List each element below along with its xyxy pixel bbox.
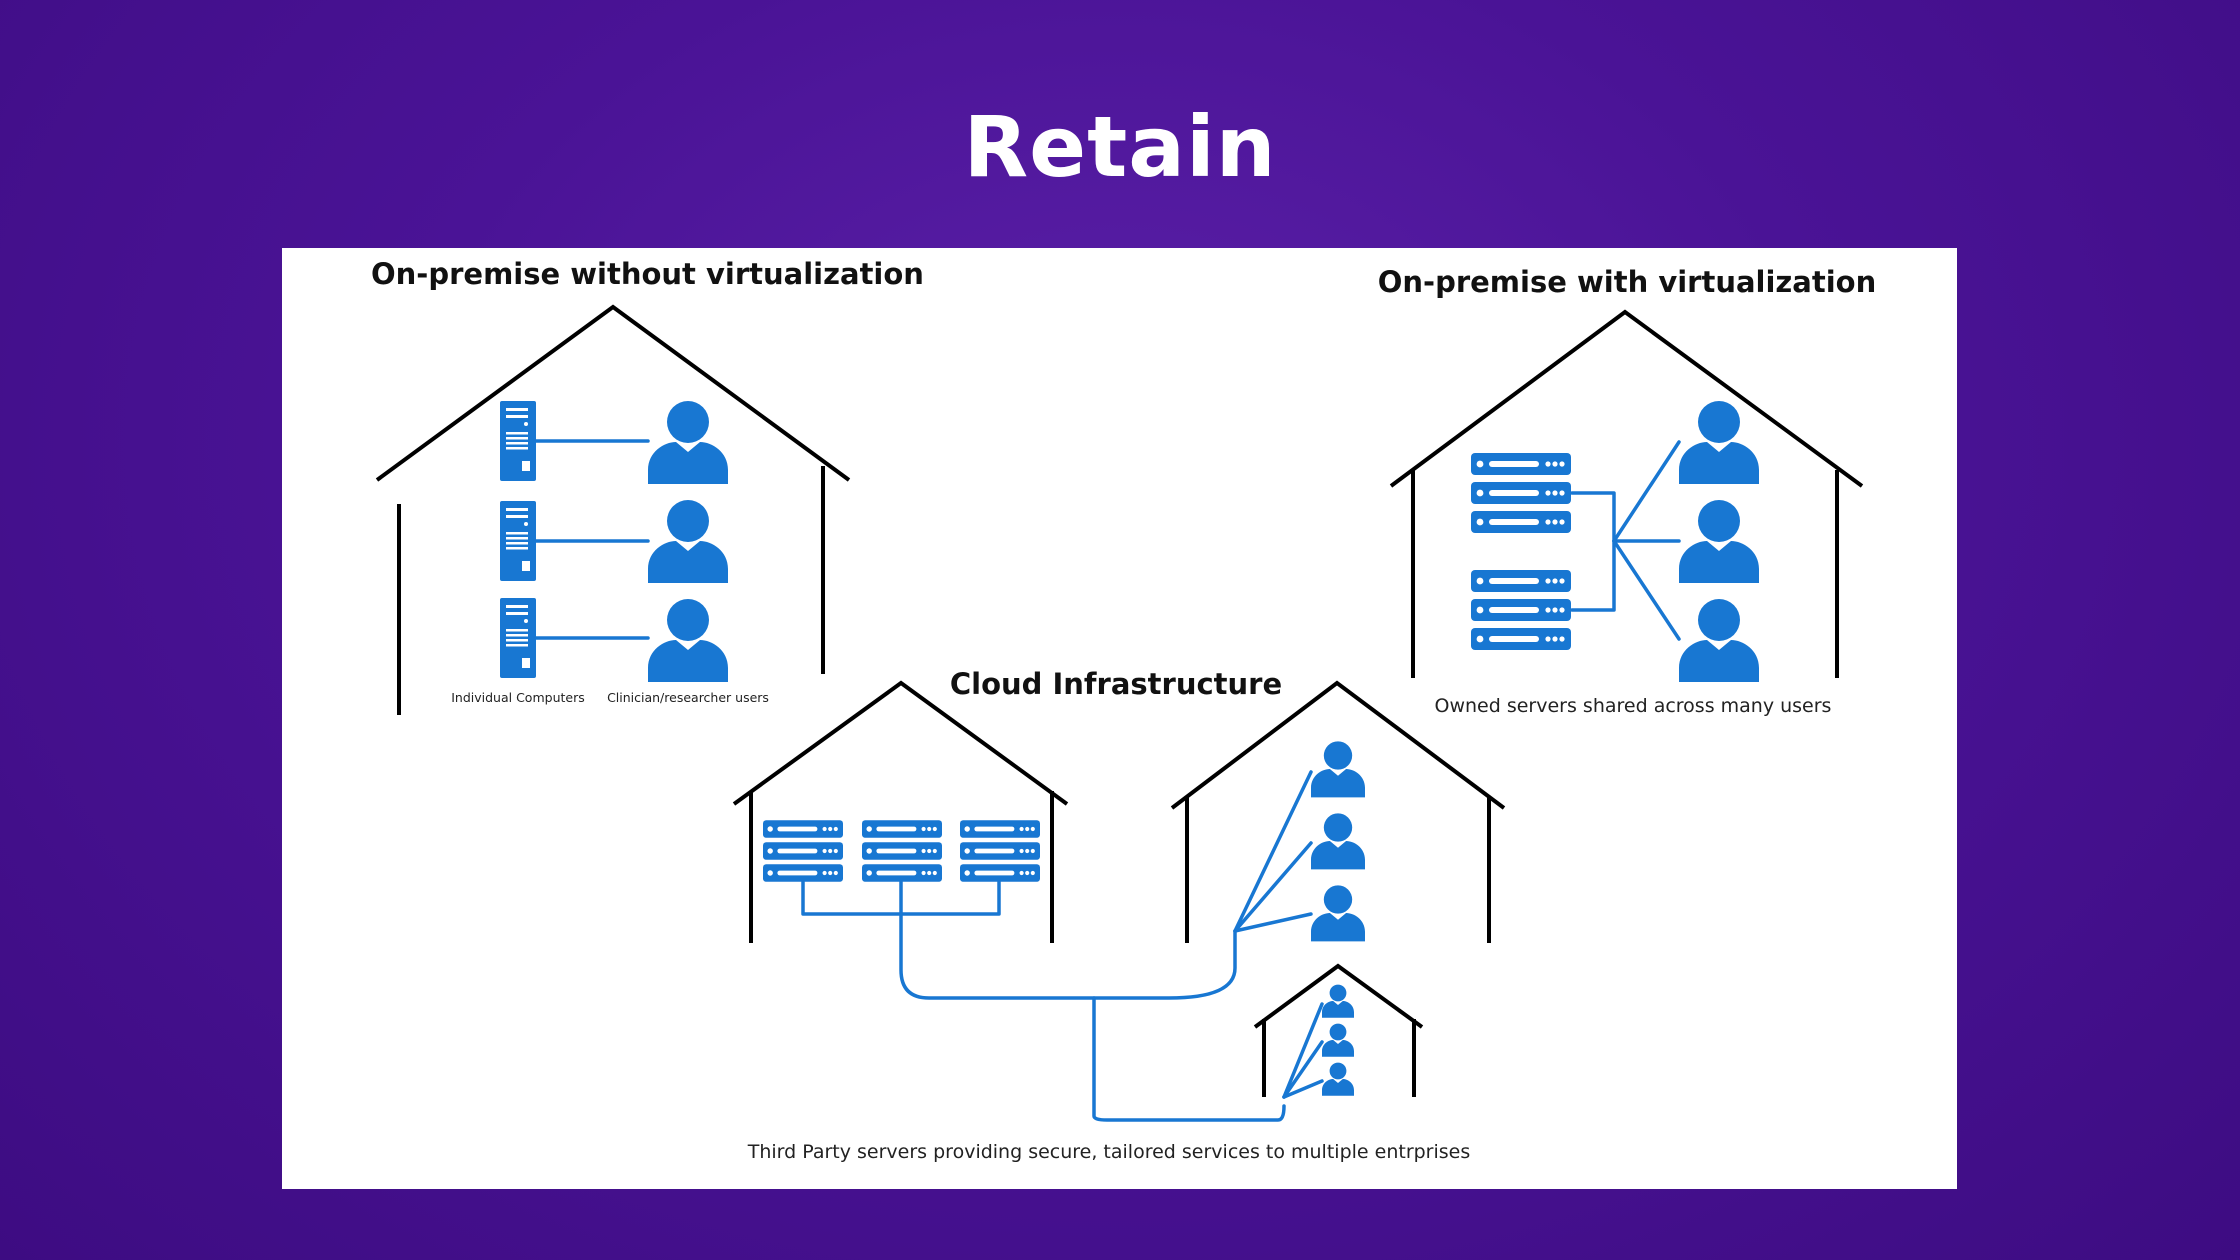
- diagram-panel: On-premise without virtualization Indivi…: [282, 248, 1957, 1189]
- server-rack-icon: [1471, 511, 1571, 533]
- user-icon: [1679, 500, 1759, 583]
- caption-cloud: Third Party servers providing secure, ta…: [747, 1141, 1471, 1163]
- section-title-virt: On-premise with virtualization: [1378, 265, 1877, 299]
- server-rack-icon: [862, 842, 942, 860]
- section-title-no-virt: On-premise without virtualization: [371, 257, 924, 291]
- user-icon: [648, 500, 728, 583]
- user-icon: [1322, 984, 1354, 1018]
- tower-server-icon: [500, 401, 536, 481]
- section-on-premise-without-virtualization: On-premise without virtualization Indivi…: [371, 257, 924, 715]
- server-rack-icon: [1471, 453, 1571, 475]
- house-roof: [1170, 680, 1506, 810]
- user-icon: [648, 401, 728, 484]
- connection-line: [899, 912, 1237, 1000]
- server-rack-icon: [960, 864, 1040, 882]
- connection-line: [1612, 539, 1681, 641]
- section-cloud-infrastructure: Cloud Infrastructure: [732, 667, 1506, 1163]
- user-icon: [1679, 599, 1759, 682]
- connection-line: [1092, 996, 1286, 1122]
- tower-server-icon: [500, 598, 536, 678]
- server-rack-icon: [1471, 599, 1571, 621]
- connection-line: [1282, 1002, 1324, 1099]
- house-roof: [1253, 963, 1424, 1029]
- connection-line: [1612, 440, 1681, 543]
- server-rack-icon: [1471, 482, 1571, 504]
- section-on-premise-with-virtualization: On-premise with virtualization Owned ser…: [1378, 265, 1877, 717]
- house-roof: [1389, 309, 1864, 488]
- section-title-cloud: Cloud Infrastructure: [950, 667, 1282, 701]
- user-icon: [648, 599, 728, 682]
- label-individual-computers: Individual Computers: [451, 690, 585, 705]
- server-rack-icon: [1471, 628, 1571, 650]
- connection-line: [1282, 1079, 1324, 1099]
- label-clinician-users: Clinician/researcher users: [607, 690, 769, 705]
- house-roof: [732, 680, 1069, 806]
- server-rack-icon: [960, 842, 1040, 860]
- caption-virt: Owned servers shared across many users: [1435, 695, 1832, 717]
- user-icon: [1311, 885, 1365, 942]
- server-rack-icon: [960, 820, 1040, 838]
- connection-line: [1282, 1040, 1324, 1099]
- server-rack-icon: [1471, 570, 1571, 592]
- slide-title: Retain: [963, 98, 1277, 196]
- user-icon: [1679, 401, 1759, 484]
- user-icon: [1311, 813, 1365, 870]
- connection-line: [1570, 491, 1616, 612]
- connection-line: [1233, 912, 1313, 933]
- connection-line: [1233, 841, 1313, 933]
- user-icon: [1311, 741, 1365, 798]
- tower-server-icon: [500, 501, 536, 581]
- user-icon: [1322, 1023, 1354, 1057]
- server-rack-icon: [763, 820, 843, 838]
- user-icon: [1322, 1062, 1354, 1096]
- connection-line: [1233, 770, 1313, 933]
- server-rack-icon: [862, 864, 942, 882]
- server-rack-icon: [763, 842, 843, 860]
- house-roof: [375, 304, 851, 482]
- server-rack-icon: [763, 864, 843, 882]
- server-rack-icon: [862, 820, 942, 838]
- diagram-canvas: On-premise without virtualization Indivi…: [371, 257, 1877, 1163]
